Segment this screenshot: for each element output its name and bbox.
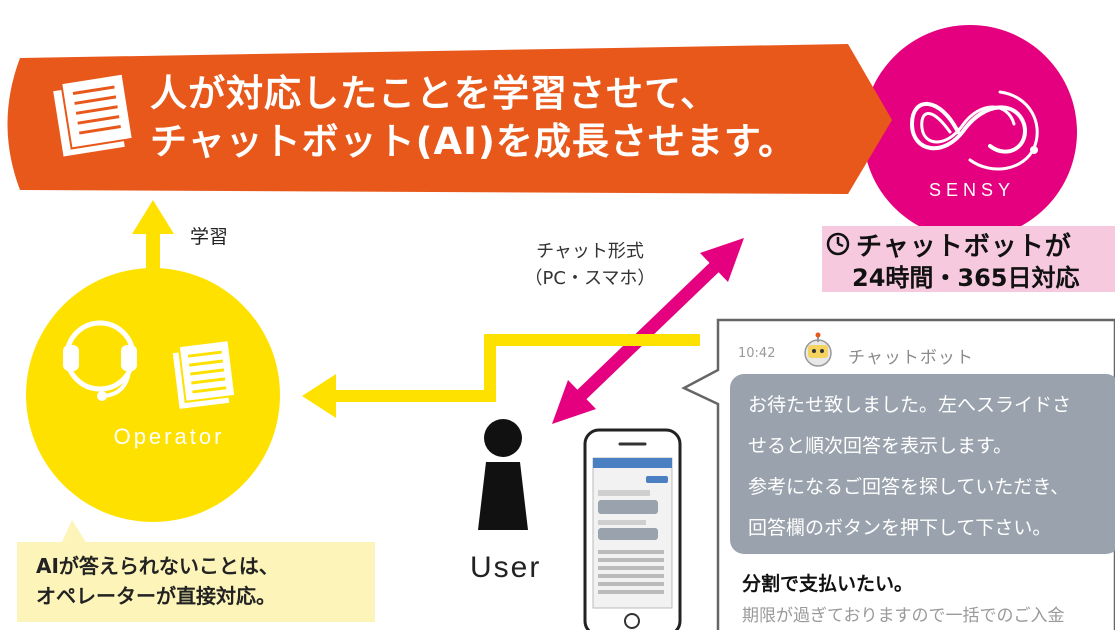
ai-note-pointer (62, 520, 86, 542)
chat-bubble-line: 回答欄のボタンを押下して下さい。 (748, 517, 1052, 539)
chat-bubble-text: お待たせ致しました。左へスライドさ せると順次回答を表示します。 参考になるご回… (748, 385, 1115, 549)
banner-text: 人が対応したことを学習させて、 チャットボット(AI)を成長させます。 (150, 70, 796, 166)
banner-line2: チャットボット(AI)を成長させます。 (150, 120, 797, 163)
smartphone-icon (583, 428, 682, 630)
robot-avatar-icon (804, 332, 832, 367)
operator-circle (26, 268, 280, 522)
chat-double-arrow (552, 238, 744, 424)
chat-mode-label: チャット形式 （PC・スマホ） (510, 238, 670, 292)
sensy-label: SENSY (928, 180, 1016, 200)
ai-note-text: AIが答えられないことは、 オペレーターが直接対応。 (36, 551, 279, 611)
sensy-logo-icon (909, 90, 1039, 171)
chat-mode-line1: チャット形式 (536, 241, 644, 262)
hours-badge (822, 226, 1115, 292)
operator-label: Operator (113, 424, 225, 449)
clock-icon-badge (826, 232, 850, 256)
hours-line1: チャットボットが (856, 232, 1072, 262)
operator-document-icon (172, 339, 237, 409)
hours-line2: 24時間・365日対応 (852, 264, 1080, 292)
chat-bubble-line: せると順次回答を表示します。 (748, 435, 1013, 457)
ai-note-line2: オペレーターが直接対応。 (36, 584, 276, 608)
banner-arrow (7, 44, 892, 194)
sensy-circle (863, 25, 1077, 239)
escalation-arrow (302, 334, 700, 418)
ai-note-line1: AIが答えられないことは、 (36, 554, 279, 578)
chat-time: 10:42 (738, 346, 776, 361)
user-icon (478, 419, 528, 530)
banner-line1: 人が対応したことを学習させて、 (150, 72, 719, 115)
ai-note (17, 542, 375, 622)
learn-label: 学習 (190, 226, 229, 248)
chat-bubble-line: 参考になるご回答を探していただき、 (748, 476, 1070, 498)
chat-question: 分割で支払いたい。 (742, 573, 914, 595)
document-icon (53, 72, 134, 157)
chat-bubble (730, 374, 1115, 554)
chat-mode-line2: （PC・スマホ） (524, 268, 656, 289)
user-label: User (470, 551, 542, 584)
chat-bot-name: チャットボット (848, 348, 974, 368)
headset-icon (63, 320, 137, 401)
chat-answer: 期限が過ぎておりますので一括でのご入金 (742, 606, 1065, 626)
chat-bubble-line: お待たせ致しました。左へスライドさ (748, 394, 1072, 416)
